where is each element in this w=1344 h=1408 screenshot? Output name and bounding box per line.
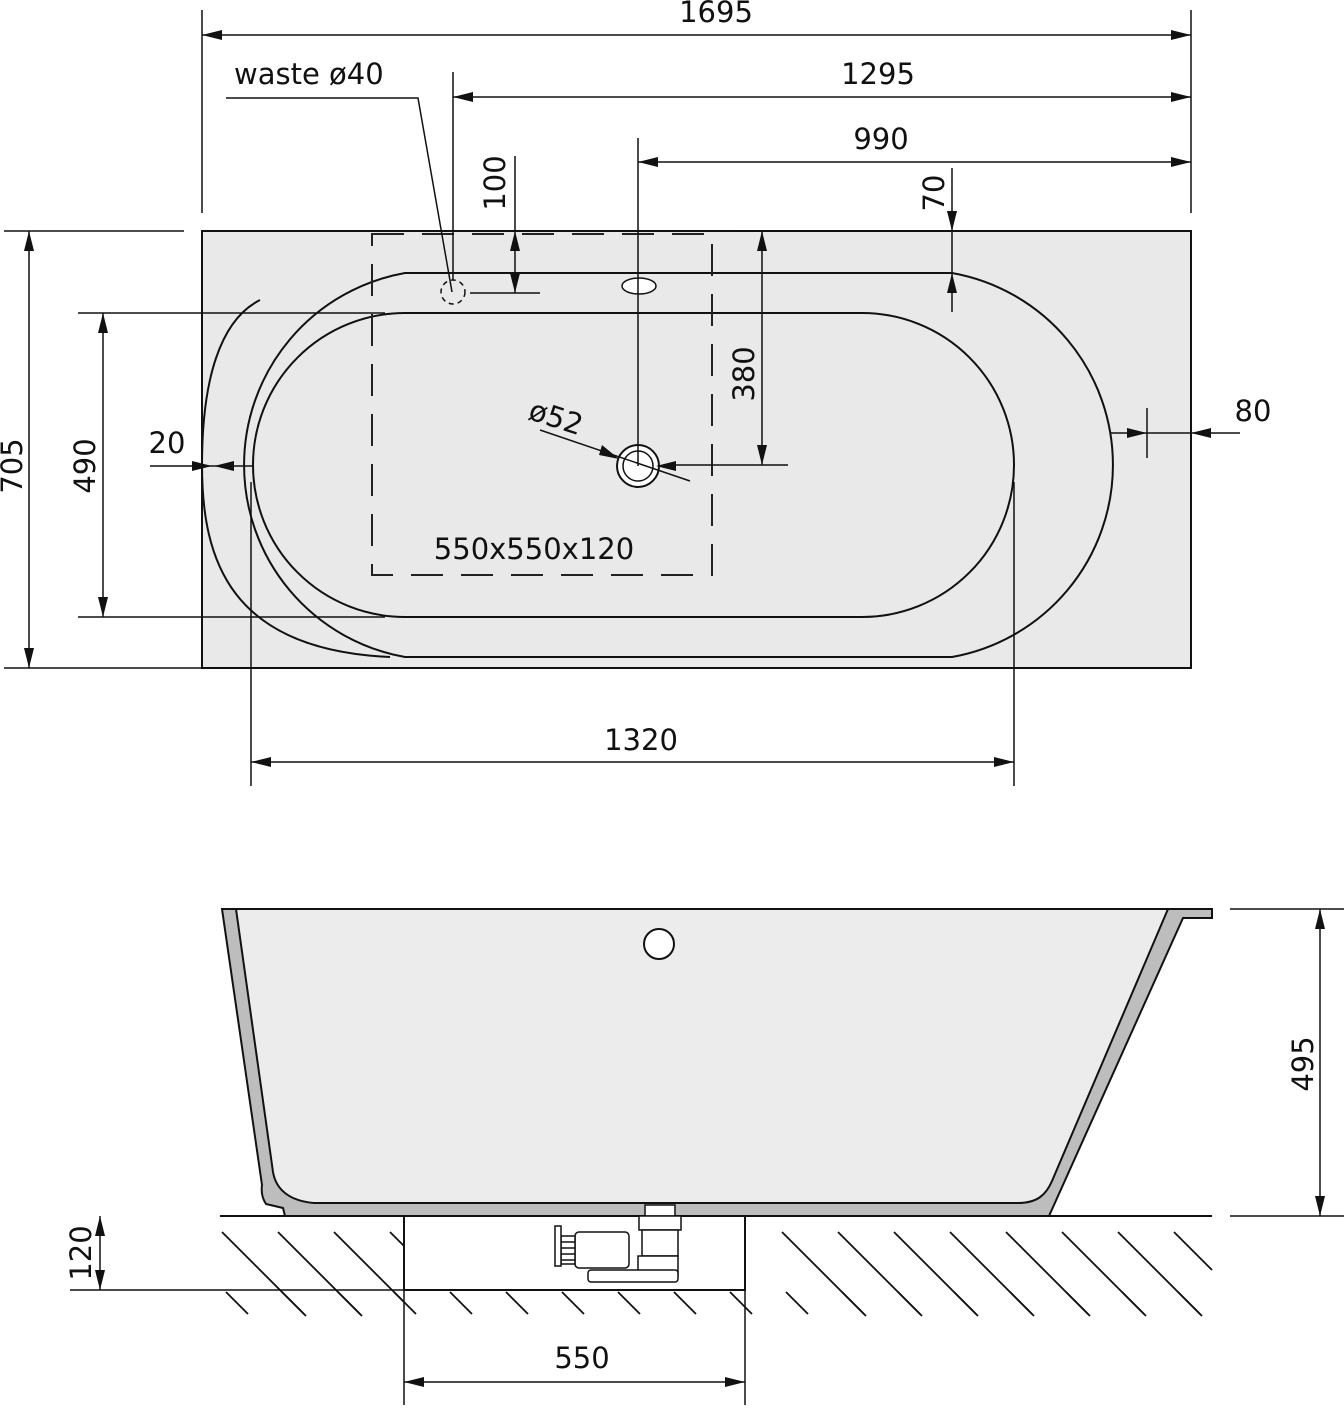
arrow — [757, 231, 767, 251]
tub-inner-basin — [252, 312, 1015, 618]
hatch-line — [841, 1291, 865, 1315]
hatch-line — [449, 1291, 473, 1315]
hatch-line — [617, 1291, 641, 1315]
hatch-line — [337, 1291, 361, 1315]
arrow — [192, 461, 212, 471]
dim-495-label: 495 — [1286, 1036, 1320, 1091]
dim-80-label: 80 — [1235, 394, 1272, 428]
waste-fitting — [554, 1204, 682, 1283]
tub-basin — [234, 908, 1170, 1204]
hatch-line — [393, 1291, 417, 1315]
dim-1295-label: 1295 — [841, 57, 915, 91]
arrow — [510, 273, 520, 293]
arrow — [1171, 30, 1191, 40]
arrow — [947, 211, 957, 231]
arrow — [510, 231, 520, 251]
top-view-panel — [201, 230, 1192, 669]
hatch-line — [561, 1291, 585, 1315]
arrow — [994, 757, 1014, 767]
arrow — [404, 1377, 424, 1387]
dim-380-label: 380 — [727, 346, 761, 401]
arrow — [1315, 909, 1325, 929]
dim-20-label: 20 — [149, 426, 186, 460]
arrow — [24, 648, 34, 668]
dim-990-label: 990 — [853, 122, 908, 156]
hatch-line — [1173, 1231, 1213, 1271]
overflow-hole — [621, 277, 657, 295]
hatch-line — [1121, 1291, 1145, 1315]
hatch-line — [1177, 1291, 1201, 1315]
hatch-line — [897, 1291, 921, 1315]
hatch-line — [673, 1291, 697, 1315]
arrow — [98, 597, 108, 617]
hatch-line — [505, 1291, 529, 1315]
arrow — [1127, 428, 1147, 438]
leader-52 — [539, 429, 691, 482]
arrow — [1171, 92, 1191, 102]
hatch-line — [729, 1291, 753, 1315]
hatch-line — [953, 1291, 977, 1315]
dim-100-label: 100 — [478, 155, 512, 210]
side-view: 495 120 550 — [64, 908, 1344, 1405]
arrow — [1171, 157, 1191, 167]
hatch-line — [389, 1231, 405, 1247]
arrow — [95, 1216, 105, 1236]
arrow — [1191, 428, 1211, 438]
arrow — [202, 30, 222, 40]
arrow — [453, 92, 473, 102]
hatch-line — [333, 1231, 405, 1303]
arrow — [725, 1377, 745, 1387]
arrow — [251, 757, 271, 767]
dim-1695-label: 1695 — [679, 0, 753, 29]
dim-120-label: 120 — [64, 1225, 98, 1280]
arrow — [656, 461, 676, 471]
arrow — [95, 1270, 105, 1290]
tub-outer-rim — [243, 272, 1114, 658]
arrow — [757, 445, 767, 465]
dim-1320-label: 1320 — [604, 723, 678, 757]
dim-705-label: 705 — [0, 438, 29, 493]
tub-outer-rim-left-edge — [200, 299, 391, 658]
hatch-line — [281, 1291, 305, 1315]
hatch-line — [1009, 1291, 1033, 1315]
arrow — [24, 231, 34, 251]
recess-box-outline — [371, 233, 713, 576]
arrow — [947, 273, 957, 293]
arrow — [1315, 1196, 1325, 1216]
arrow — [599, 445, 619, 459]
arrow — [214, 461, 234, 471]
waste-label: waste ø40 — [234, 57, 384, 91]
top-view: 1695 waste ø40 1295 990 100 70 380 — [0, 0, 1271, 786]
floor-hatching — [221, 1231, 1213, 1317]
recess-box-label: 550x550x120 — [434, 532, 634, 566]
hatch-line — [785, 1291, 809, 1315]
dim-550-label: 550 — [554, 1341, 609, 1375]
hatch-line — [225, 1291, 249, 1315]
hatch-line — [1065, 1291, 1089, 1315]
dim-70-label: 70 — [917, 175, 951, 212]
side-overflow-hole — [643, 928, 675, 960]
dim-490-label: 490 — [68, 438, 102, 493]
arrow — [638, 157, 658, 167]
waste-leader — [226, 97, 453, 293]
arrow — [98, 313, 108, 333]
